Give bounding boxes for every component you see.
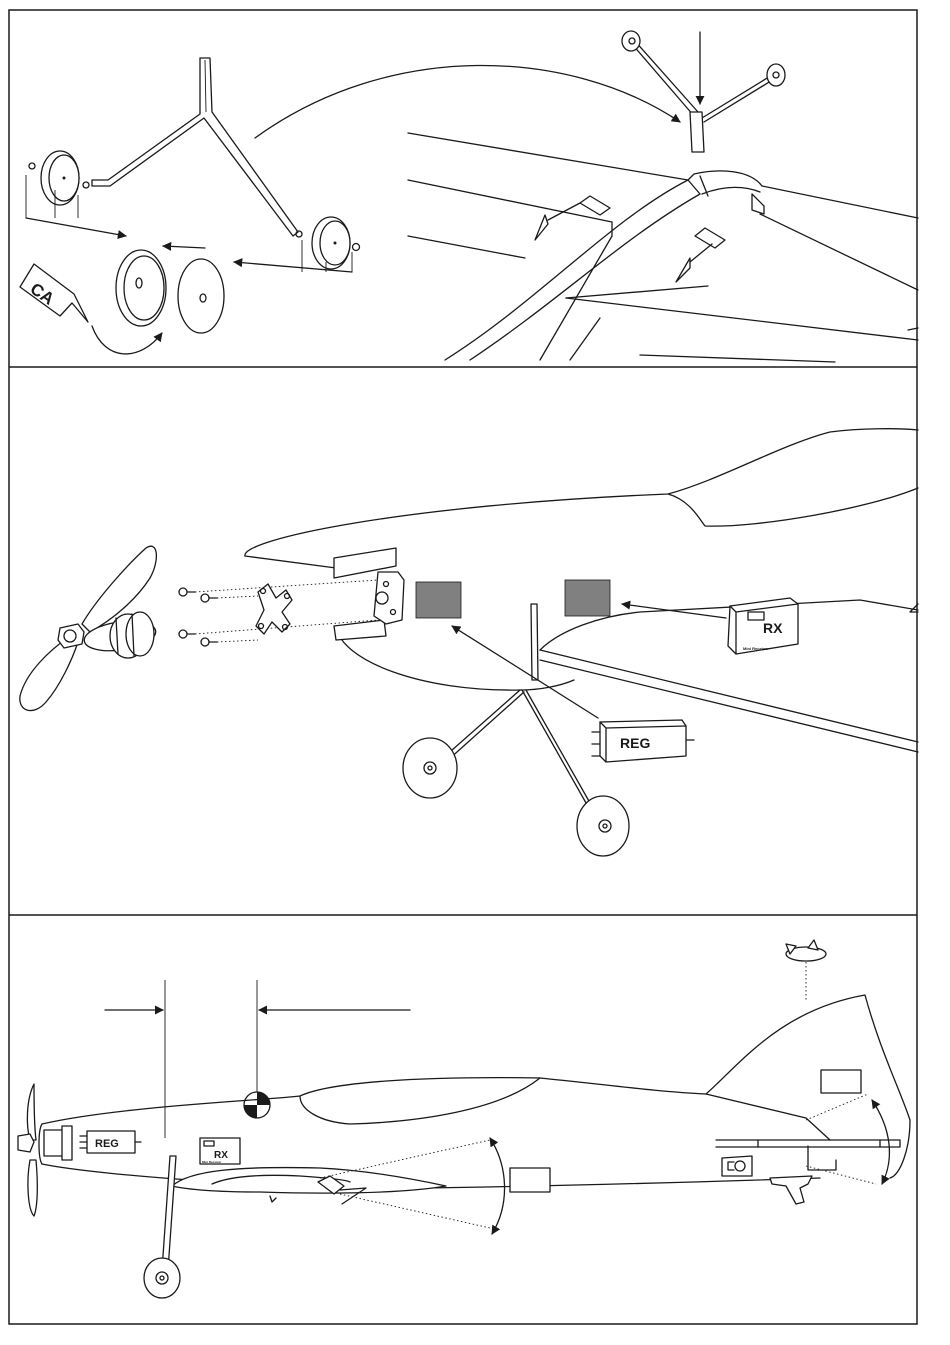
receiver-label: RX <box>763 620 783 636</box>
gear-installed-view <box>622 31 785 152</box>
panel-motor-electronics-install: RX Mini Receiver REG <box>20 429 918 856</box>
propeller-and-motor <box>20 546 158 710</box>
speed-controller-box: REG <box>452 626 694 762</box>
rudder-rotation-indicator <box>786 940 826 1000</box>
x-motor-mount <box>256 584 292 634</box>
wheel-tire <box>178 259 224 333</box>
main-landing-gear <box>403 604 629 856</box>
panel-side-view-setup: REG RX Mini Receiver <box>18 940 910 1298</box>
mount-pad-esc <box>416 582 461 618</box>
landing-gear-wire <box>92 58 298 236</box>
receiver-side-small-print: Mini Receiver <box>202 1160 222 1164</box>
fuselage-3d <box>245 429 918 752</box>
aileron-blank-label <box>510 1168 550 1192</box>
page-border <box>9 10 917 1324</box>
wheel-hub <box>116 250 166 326</box>
wheel-right <box>296 217 360 269</box>
control-horns <box>535 196 725 282</box>
esc-label: REG <box>620 735 650 751</box>
receiver-box: RX Mini Receiver <box>622 598 798 654</box>
panel-landing-gear-assembly: CA <box>20 31 918 362</box>
cg-dimension <box>105 980 410 1138</box>
tail-blank-label <box>821 1070 861 1093</box>
wheel-left <box>29 151 89 205</box>
wing-underside <box>408 133 918 362</box>
transfer-arrow <box>255 65 680 138</box>
receiver-small-print: Mini Receiver <box>743 646 769 651</box>
esc-side-label: REG <box>95 1138 119 1150</box>
mount-pad-receiver <box>565 580 610 616</box>
